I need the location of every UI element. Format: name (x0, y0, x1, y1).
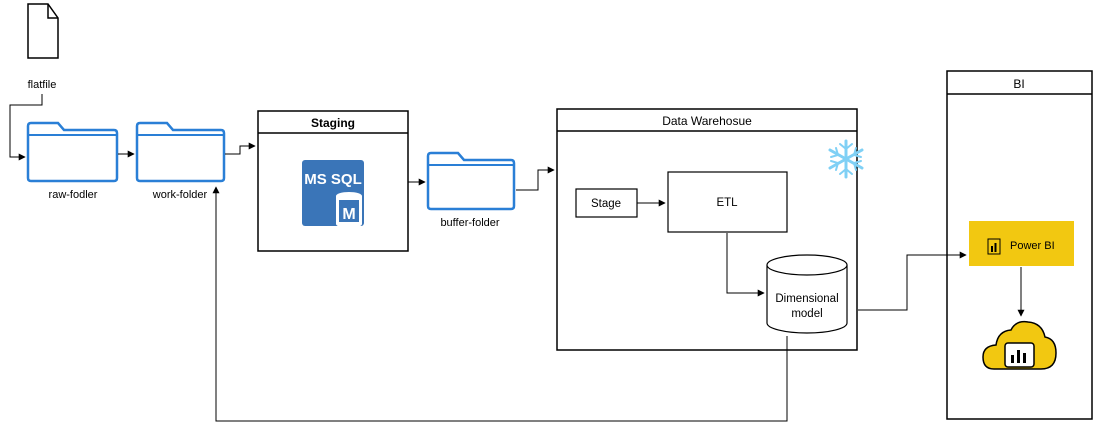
work-folder-label: work-folder (152, 189, 208, 201)
buffer-folder-label: buffer-folder (440, 217, 499, 229)
etl-label: ETL (716, 197, 738, 209)
dimensional-model-label-line1: Dimensional (775, 293, 838, 305)
mssql-label: MS SQL (304, 171, 362, 188)
edge-dim-work-feedback (212, 186, 788, 422)
folder-icon (26, 121, 119, 183)
bi-title: BI (1013, 77, 1024, 91)
powerbi-node[interactable]: Power BI (969, 221, 1074, 266)
snowflake-icon (828, 139, 864, 179)
folder-icon (426, 151, 516, 211)
document-icon (27, 3, 59, 59)
raw-folder-node[interactable]: raw-fodler (26, 121, 119, 201)
stage-box[interactable]: Stage (575, 188, 638, 218)
bi-container[interactable]: BI Power BI (946, 70, 1093, 420)
folder-icon (135, 121, 226, 183)
edge-flatfile-raw (9, 94, 43, 161)
edge-buffer-dw (516, 166, 555, 191)
staging-title: Staging (311, 116, 355, 130)
edge-dw-powerbi (858, 251, 967, 311)
dimensional-model-label-line2: model (791, 308, 822, 320)
cloud-service-icon (982, 320, 1057, 370)
powerbi-label: Power BI (1010, 240, 1055, 252)
stage-label: Stage (591, 198, 621, 210)
connectors (9, 94, 1025, 422)
powerbi-icon (987, 238, 1001, 255)
buffer-folder-node[interactable]: buffer-folder (426, 151, 516, 229)
database-icon: MS SQL M (302, 160, 364, 228)
staging-container[interactable]: Staging MS SQL M (257, 110, 409, 252)
edge-work-staging (225, 142, 256, 155)
dimensional-model-cylinder[interactable]: Dimensional model (766, 254, 848, 334)
flatfile-node[interactable]: flatfile (27, 3, 59, 91)
flatfile-label: flatfile (28, 79, 57, 91)
work-folder-node[interactable]: work-folder (135, 121, 226, 201)
mssql-letter: M (342, 206, 355, 223)
raw-folder-label: raw-fodler (49, 189, 98, 201)
data-warehouse-title: Data Warehosue (662, 114, 752, 128)
data-warehouse-container[interactable]: Data Warehosue Stage ETL Dimensi (556, 108, 864, 351)
edge-etl-dim (726, 233, 765, 297)
etl-box[interactable]: ETL (667, 171, 788, 233)
